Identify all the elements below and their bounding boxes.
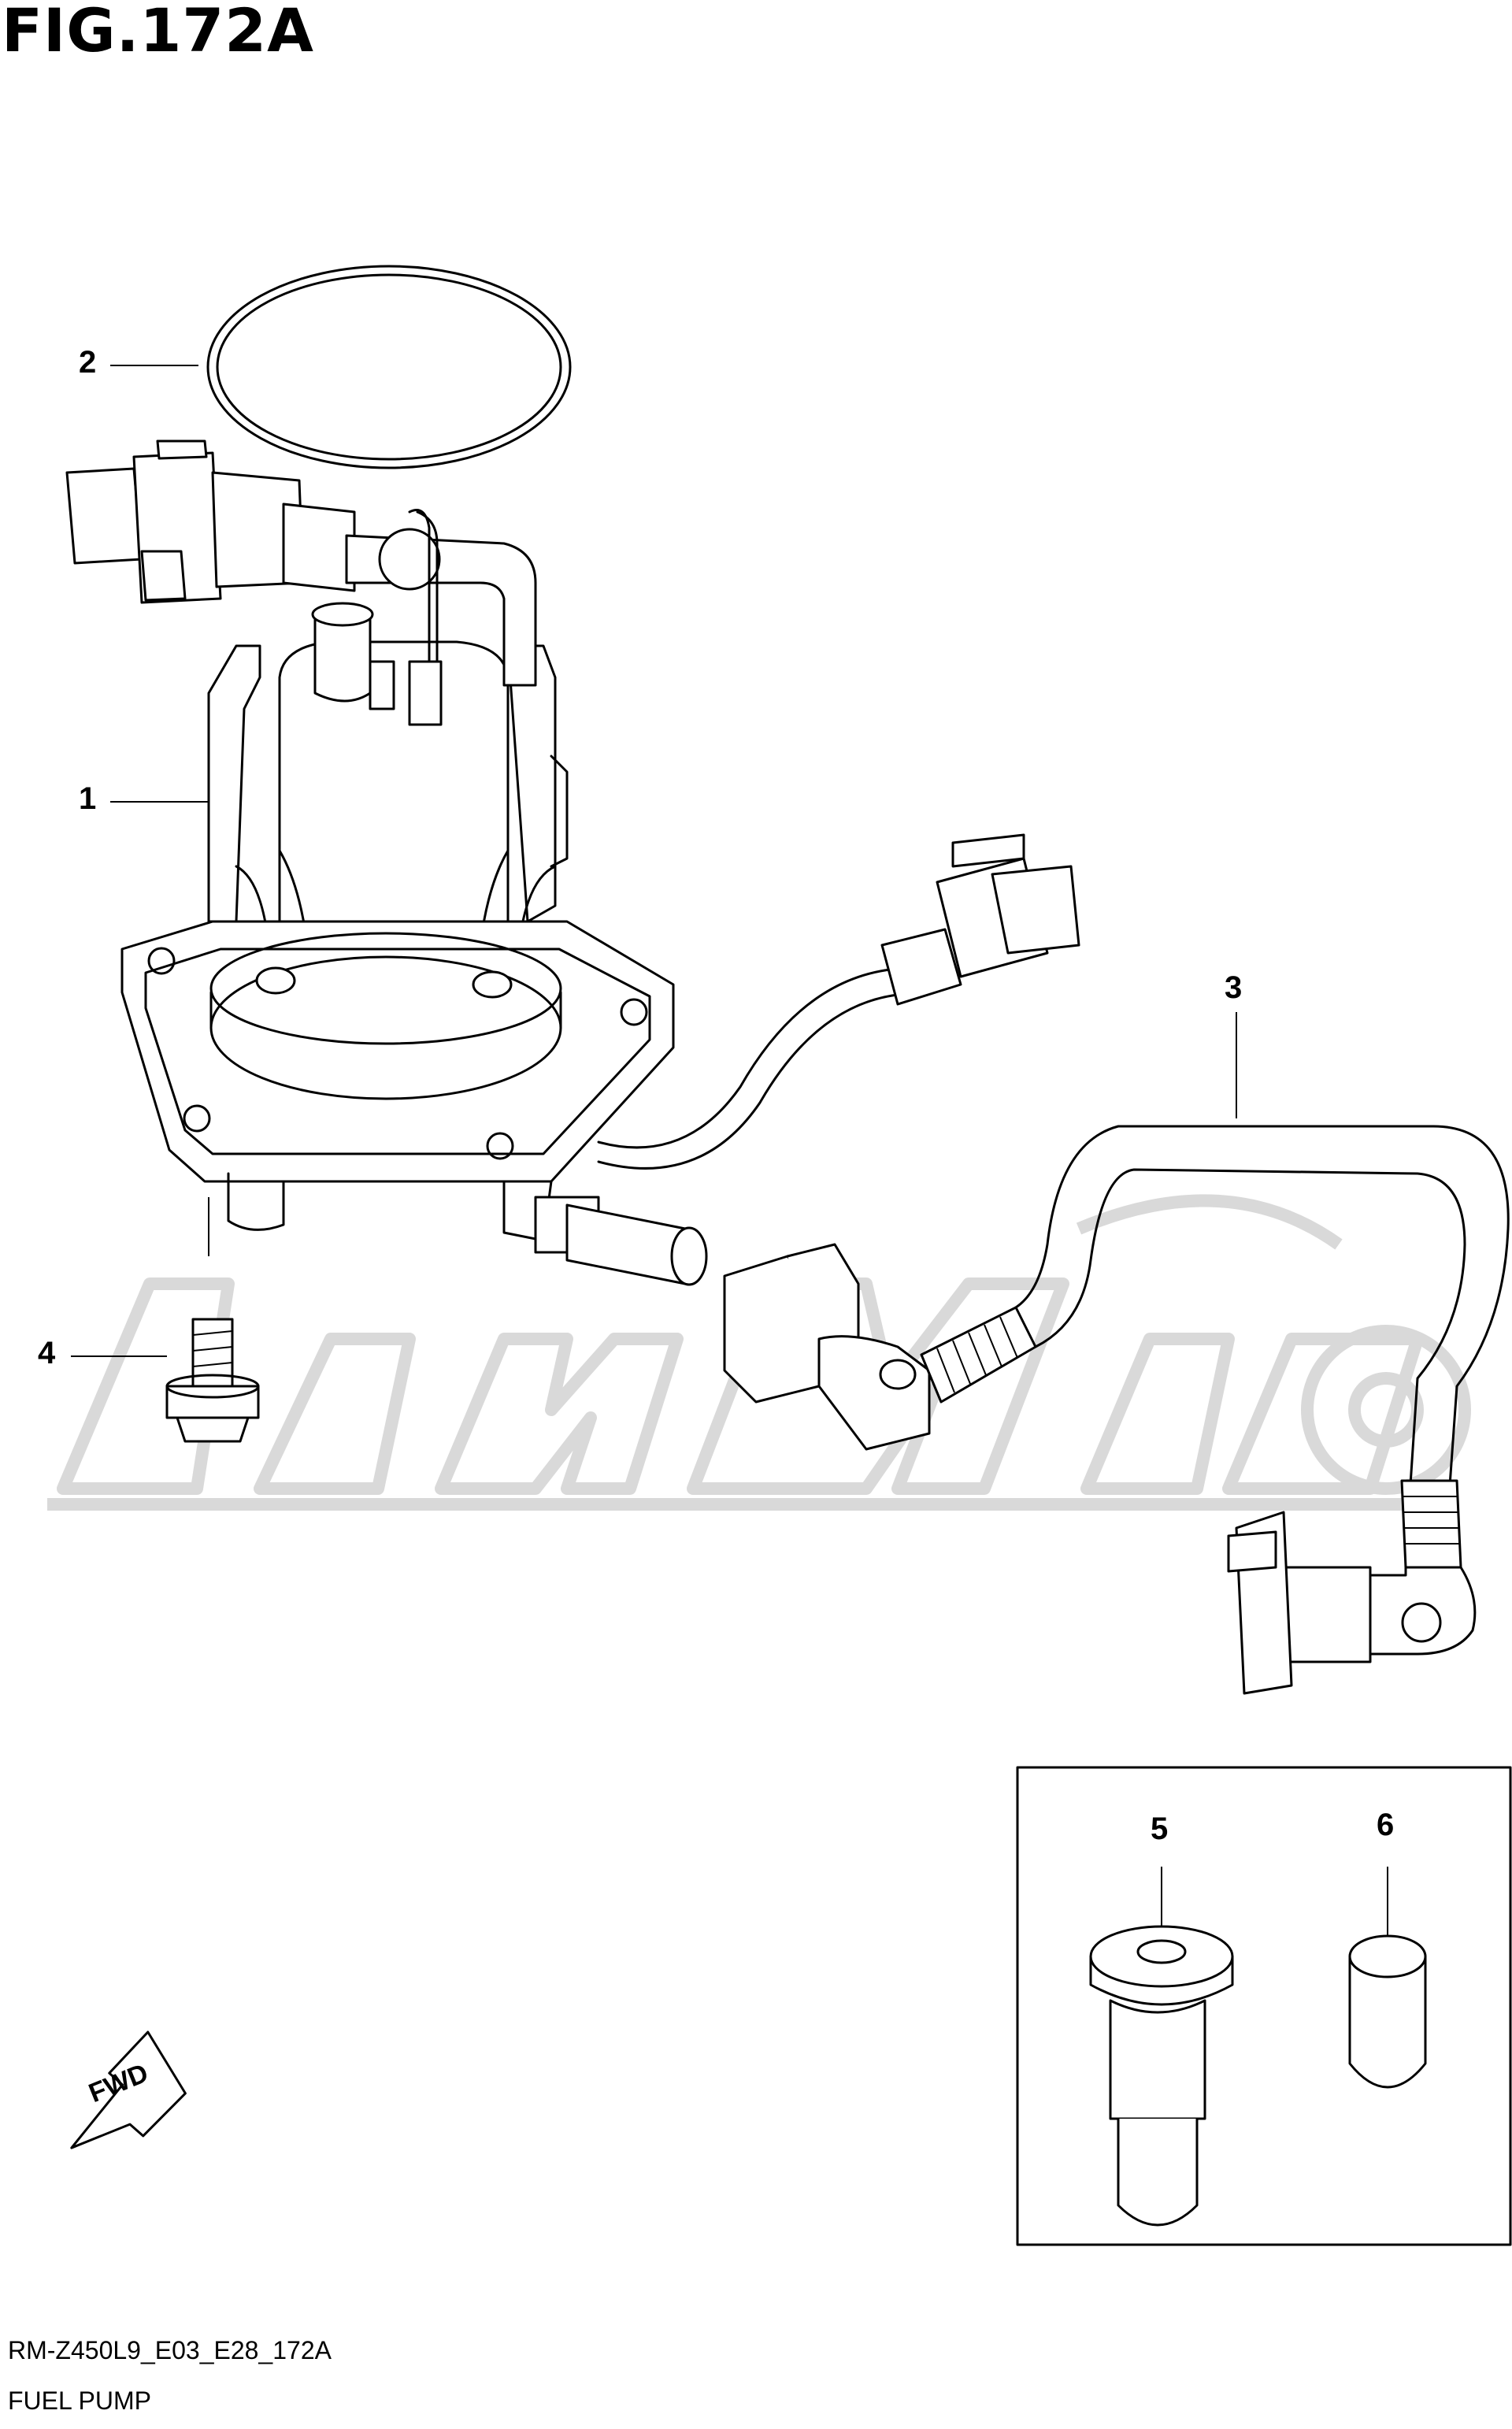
figure-title: FIG.172A [2,0,314,65]
callout-3: 3 [1225,970,1243,1005]
cap [1348,1934,1427,2089]
kit-box [1016,1766,1512,2246]
callout-1: 1 [79,781,97,816]
leader-lines [71,365,1388,1936]
callout-2: 2 [79,345,97,380]
watermark-logo [47,1194,1471,1511]
callout-5: 5 [1151,1812,1169,1846]
fuel-hose-assembly [723,1125,1510,1695]
figure-name: FUEL PUMP [8,2386,151,2415]
o-ring [206,265,572,469]
callout-6: 6 [1377,1808,1395,1842]
figure-code: RM-Z450L9_E03_E28_172A [8,2336,332,2364]
fwd-arrow-icon [70,2030,187,2149]
flange-bolt [165,1318,260,1443]
grommet [1089,1925,1234,2227]
callout-4: 4 [38,1336,56,1370]
fuel-pump-assembly [65,439,1080,1286]
